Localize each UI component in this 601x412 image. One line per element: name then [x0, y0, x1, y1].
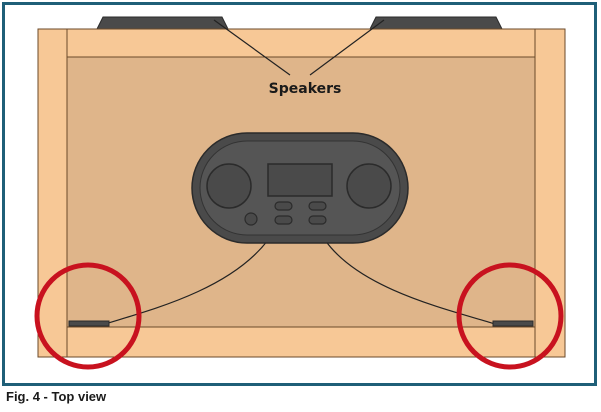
control-button: [274, 201, 293, 211]
right-cable: [324, 239, 496, 325]
leader-line-left: [213, 19, 291, 76]
display-screen: [267, 163, 333, 197]
control-button: [308, 201, 327, 211]
left-highlight-circle: [34, 262, 142, 370]
control-button: [308, 215, 327, 225]
left-cable-connector: [68, 320, 110, 327]
speakers-label: Speakers: [269, 81, 342, 97]
left-dial: [206, 163, 252, 209]
right-dial: [346, 163, 392, 209]
control-unit: [191, 132, 409, 244]
right-cable-connector: [492, 320, 534, 327]
right-highlight-circle: [456, 262, 564, 370]
power-button: [244, 212, 258, 226]
left-cable: [104, 239, 269, 325]
leader-line-right: [309, 19, 385, 76]
figure-caption: Fig. 4 - Top view: [6, 389, 107, 404]
control-button: [274, 215, 293, 225]
